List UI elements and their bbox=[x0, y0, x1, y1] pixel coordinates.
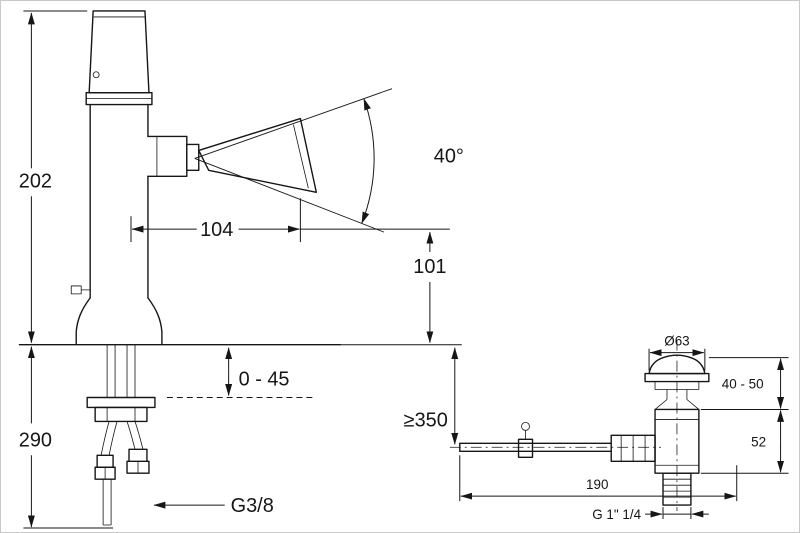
faucet-outline bbox=[18, 10, 341, 526]
dim-deck-thickness bbox=[166, 347, 313, 399]
dim-height-below-deck bbox=[23, 346, 114, 529]
label-height-below-deck: 290 bbox=[19, 429, 52, 451]
label-drain-connection: G 1" 1/4 bbox=[592, 507, 641, 522]
label-rod-length: 190 bbox=[586, 477, 608, 492]
mounting-washer bbox=[86, 396, 156, 409]
rod-coupling-nut bbox=[610, 434, 656, 462]
label-handle-angle: 40° bbox=[434, 145, 464, 167]
drain-assembly-outline bbox=[449, 339, 710, 512]
dim-height-above-deck bbox=[23, 10, 88, 344]
mounting-nut bbox=[94, 406, 148, 423]
popup-rod bbox=[459, 422, 612, 458]
drain-body bbox=[610, 354, 710, 506]
supply-hoses bbox=[94, 421, 150, 526]
label-deck-thickness: 0 - 45 bbox=[239, 369, 290, 391]
supply-pipes bbox=[106, 344, 136, 398]
faucet-handle-assembly bbox=[147, 117, 318, 193]
label-flange-height-range: 40 - 50 bbox=[722, 377, 764, 392]
faucet-handle-cone bbox=[198, 117, 318, 193]
dim-rod-length bbox=[459, 455, 738, 502]
label-spout-height: 101 bbox=[413, 256, 446, 278]
label-spout-reach: 104 bbox=[200, 219, 233, 241]
below-deck-parts bbox=[86, 344, 156, 526]
drain-thread-tail bbox=[662, 472, 692, 506]
faucet-body bbox=[85, 10, 153, 299]
drain-flange-dome bbox=[648, 354, 706, 375]
faucet-base bbox=[70, 285, 163, 345]
dim-handle-angle bbox=[194, 88, 393, 233]
label-height-above-deck: 202 bbox=[19, 170, 52, 192]
label-supply-connection: G3/8 bbox=[231, 495, 274, 517]
dim-drain-body-height bbox=[700, 409, 789, 474]
label-min-clearance: ≥350 bbox=[404, 409, 448, 431]
long-hose-tail bbox=[102, 479, 112, 526]
dimension-labels: 202 290 104 40° 101 0 - 45 ≥350 G3/8 Ø63… bbox=[19, 145, 766, 522]
dim-drain-connection bbox=[645, 507, 709, 520]
dim-flange-diameter bbox=[648, 348, 706, 371]
dim-flange-height-range bbox=[700, 357, 789, 410]
side-pin bbox=[70, 285, 91, 295]
dimension-lines bbox=[23, 10, 789, 529]
label-flange-diameter: Ø63 bbox=[664, 334, 689, 349]
dim-spout-reach bbox=[130, 198, 450, 243]
label-drain-body-height: 52 bbox=[751, 434, 766, 449]
dim-spout-height bbox=[340, 231, 462, 346]
